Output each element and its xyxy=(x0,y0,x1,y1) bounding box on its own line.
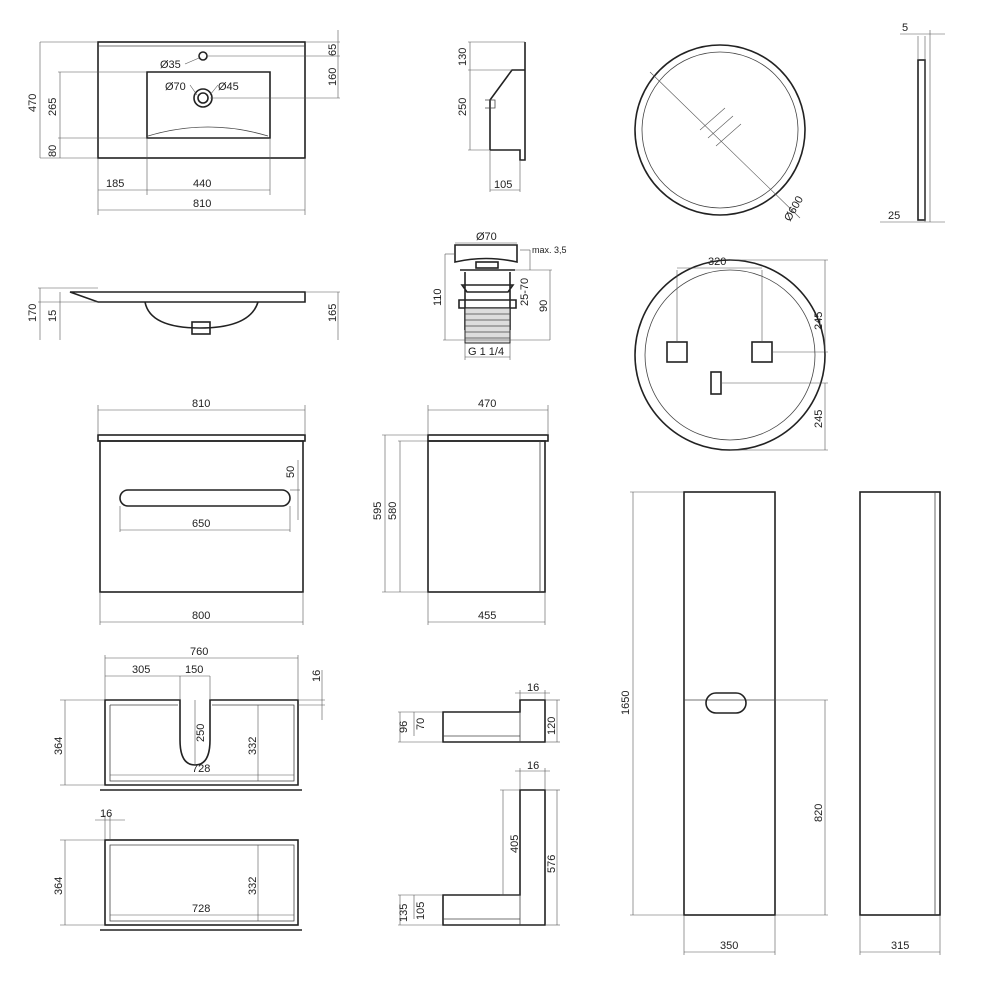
dim-drawer2-panel: 16 xyxy=(100,808,112,820)
dim-upper: 245 xyxy=(813,312,825,330)
drain-view: Ø70 max. 3,5 110 25-70 90 G 1 1/4 xyxy=(432,231,567,360)
dim-basin-width: 810 xyxy=(193,198,211,210)
basin-top-view: 470 265 80 65 160 Ø35 Ø70 Ø45 185 440 81… xyxy=(27,30,340,215)
dim-drain-cap: Ø70 xyxy=(476,231,497,243)
dim-drawer-inner-width: 728 xyxy=(192,763,210,775)
tall-cabinet-front-view: 1650 820 350 xyxy=(620,491,828,955)
dim-mirror-thickness: 5 xyxy=(902,22,908,34)
dim-bracket-spacing: 320 xyxy=(708,256,726,268)
dim-drawer2-depth: 364 xyxy=(53,877,65,895)
dim-mirror-depth: 25 xyxy=(888,210,900,222)
dim-handle-height: 50 xyxy=(285,466,297,478)
dim-side-height: 580 xyxy=(387,502,399,520)
cabinet-front-view: 810 50 650 800 xyxy=(97,398,306,625)
dim-tap-offset: 65 xyxy=(327,44,339,56)
dim-bowl-height: 165 xyxy=(327,304,339,322)
dim-drain-gap: max. 3,5 xyxy=(532,245,567,255)
dim-drawer-panel: 16 xyxy=(311,670,323,682)
dim-bowl-depth: 265 xyxy=(47,98,59,116)
dim-drain-offset: 160 xyxy=(327,68,339,86)
dim-tap-hole: Ø35 xyxy=(160,59,181,71)
dim-drawer2-inner-depth: 332 xyxy=(247,877,259,895)
drawer-bottom-view: 16 364 332 728 xyxy=(53,808,302,931)
dim-profile-b-inner: 105 xyxy=(415,902,427,920)
dim-profile-a-outer: 96 xyxy=(398,721,410,733)
dim-section-depth: 250 xyxy=(457,98,469,116)
mirror-front-view: Ø600 xyxy=(634,44,806,224)
dim-drain-thread: G 1 1/4 xyxy=(468,346,504,358)
mounting-bracket xyxy=(666,341,688,363)
dim-tall-height: 1650 xyxy=(620,691,632,715)
basin-section-view: 130 250 105 xyxy=(457,41,526,192)
dim-lower: 245 xyxy=(813,410,825,428)
profile-a-view: 16 96 70 120 xyxy=(398,682,560,743)
drawer-top-view: 760 305 150 16 364 250 332 728 xyxy=(53,646,325,791)
dim-basin-height: 170 xyxy=(27,304,39,322)
dim-side-total-height: 595 xyxy=(372,502,384,520)
dim-drain-outer: Ø70 xyxy=(165,81,186,93)
cabinet-side-view: 470 595 580 455 xyxy=(372,398,549,625)
profile-b-view: 16 405 576 135 105 xyxy=(398,760,560,926)
dim-profile-b-upper: 405 xyxy=(509,835,521,853)
dim-drain-range: 25-70 xyxy=(519,278,531,306)
dim-profile-b-outer: 135 xyxy=(398,904,410,922)
mirror-side-view: 5 25 xyxy=(880,22,945,223)
dim-profile-a-inner: 70 xyxy=(415,718,427,730)
dim-side-depth: 455 xyxy=(478,610,496,622)
basin-side-view: 170 15 165 xyxy=(27,287,340,340)
dim-section-base: 105 xyxy=(494,179,512,191)
mirror-back-view: 320 245 245 xyxy=(634,256,828,451)
dim-section-top: 130 xyxy=(457,48,469,66)
dim-profile-a-thickness: 16 xyxy=(527,682,539,694)
dim-drawer2-inner-width: 728 xyxy=(192,903,210,915)
tall-cabinet-handle xyxy=(705,692,747,714)
dim-drawer-inner-depth: 332 xyxy=(247,737,259,755)
dim-handle-width: 650 xyxy=(192,518,210,530)
dim-cabinet-width: 800 xyxy=(192,610,210,622)
tall-cabinet-side-view: 315 xyxy=(859,491,941,955)
dim-top-width: 810 xyxy=(192,398,210,410)
dim-tall-handle-height: 820 xyxy=(813,804,825,822)
drain-hole xyxy=(197,92,209,104)
dim-basin-depth: 470 xyxy=(27,94,39,112)
dim-drain-height: 110 xyxy=(432,288,444,306)
dim-drain-body: 90 xyxy=(538,300,550,312)
dim-mirror-diameter: Ø600 xyxy=(782,194,806,223)
dim-front-margin: 80 xyxy=(47,145,59,157)
tap-hole xyxy=(198,51,208,61)
dim-drawer-width: 760 xyxy=(190,646,208,658)
dim-tall-width: 350 xyxy=(720,940,738,952)
dim-rim: 15 xyxy=(47,310,59,322)
dim-left-margin: 185 xyxy=(106,178,124,190)
dim-tall-side-depth: 315 xyxy=(891,940,909,952)
handle xyxy=(119,489,291,507)
mounting-bracket xyxy=(751,341,773,363)
dim-bowl-width: 440 xyxy=(193,178,211,190)
dim-profile-b-total: 576 xyxy=(546,855,558,873)
dim-profile-a-height: 120 xyxy=(546,717,558,735)
dim-drawer-cutout: 150 xyxy=(185,664,203,676)
dim-drawer-depth: 364 xyxy=(53,737,65,755)
dim-drawer-cutout-depth: 250 xyxy=(195,724,207,742)
dim-side-top-depth: 470 xyxy=(478,398,496,410)
dim-profile-b-thickness: 16 xyxy=(527,760,539,772)
dim-drawer-left: 305 xyxy=(132,664,150,676)
dim-drain-inner: Ø45 xyxy=(218,81,239,93)
